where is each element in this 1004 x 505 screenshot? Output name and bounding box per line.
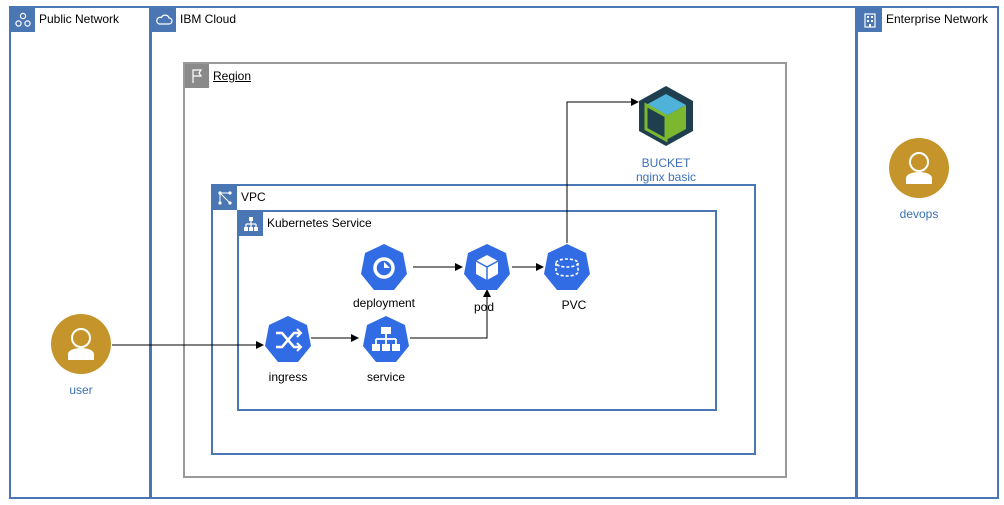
cloud-icon bbox=[152, 8, 176, 32]
ingress-label: ingress bbox=[268, 370, 308, 384]
pvc-icon bbox=[543, 243, 591, 291]
user-label: user bbox=[69, 383, 93, 397]
pod-icon bbox=[463, 243, 511, 291]
deployment-label: deployment bbox=[352, 296, 416, 310]
vpc-icon bbox=[213, 186, 237, 210]
edge-service-pod bbox=[410, 289, 491, 339]
service-label: service bbox=[366, 370, 405, 384]
bucket-subtitle: nginx basic bbox=[635, 170, 697, 184]
public-network-label: Public Network bbox=[39, 12, 120, 26]
pod-label: pod bbox=[473, 300, 495, 314]
ibm-cloud-label: IBM Cloud bbox=[180, 12, 237, 26]
vpc-label: VPC bbox=[241, 190, 266, 204]
service-icon bbox=[362, 315, 410, 363]
devops-label: devops bbox=[899, 207, 939, 221]
deployment-icon bbox=[360, 243, 408, 291]
vpc-zone: VPC bbox=[211, 184, 756, 455]
user-actor bbox=[51, 314, 111, 374]
enterprise-network-zone: Enterprise Network bbox=[856, 6, 999, 499]
ingress-icon bbox=[264, 315, 312, 363]
person-icon bbox=[906, 152, 932, 184]
devops-actor bbox=[889, 138, 949, 198]
pvc-label: PVC bbox=[561, 298, 587, 312]
person-icon bbox=[68, 328, 94, 360]
kubernetes-service-zone: Kubernetes Service bbox=[237, 210, 717, 411]
enterprise-building-icon bbox=[858, 8, 882, 32]
edge-pvc-bucket bbox=[566, 98, 639, 243]
public-network-icon bbox=[11, 8, 35, 32]
flag-icon bbox=[185, 64, 209, 88]
bucket-icon bbox=[636, 84, 696, 148]
region-zone: Region bbox=[183, 62, 787, 478]
region-label: Region bbox=[213, 69, 252, 83]
enterprise-network-label: Enterprise Network bbox=[886, 12, 989, 26]
kubernetes-service-icon bbox=[239, 212, 263, 236]
bucket-title: BUCKET bbox=[641, 156, 691, 170]
kubernetes-service-label: Kubernetes Service bbox=[267, 216, 372, 230]
